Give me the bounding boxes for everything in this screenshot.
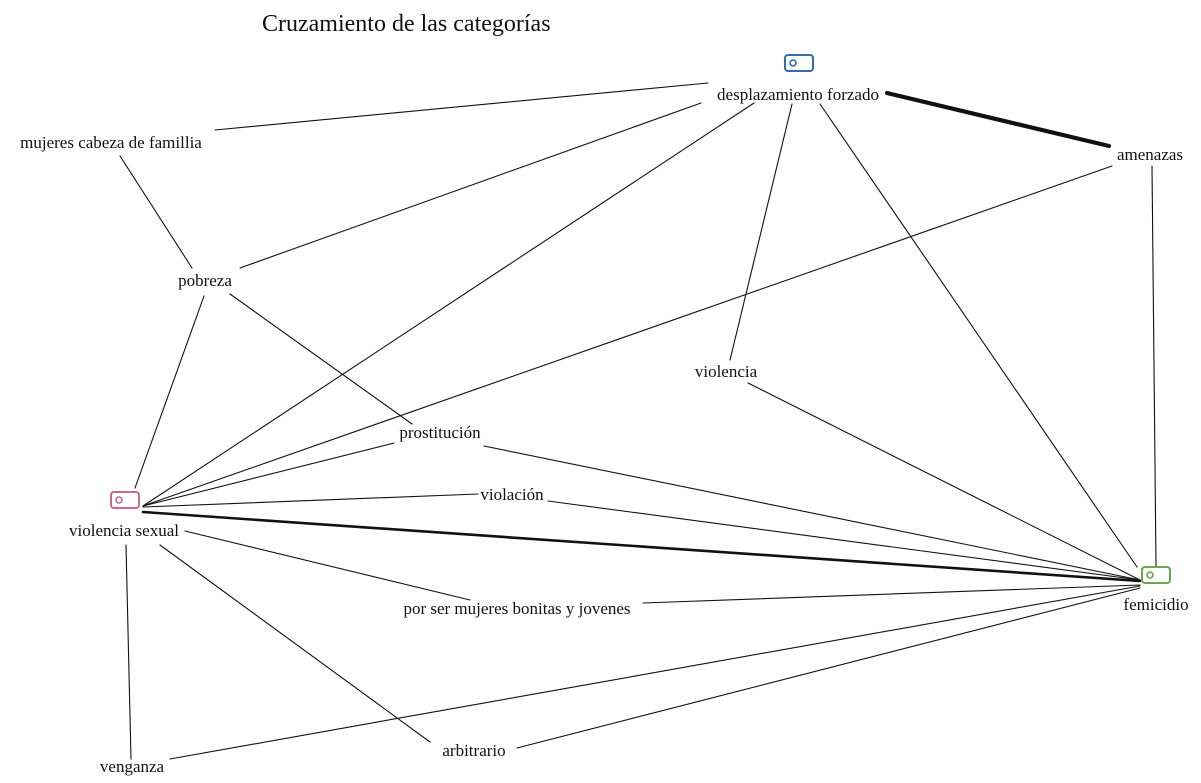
node-label: violación	[480, 485, 544, 504]
node-label: violencia sexual	[69, 521, 179, 540]
node-violacion[interactable]: violación	[480, 485, 544, 504]
edge-pobreza-violencia_sexual	[134, 295, 205, 489]
node-label: por ser mujeres bonitas y jovenes	[403, 599, 630, 618]
node-label: amenazas	[1117, 145, 1183, 164]
edge-violencia-femicidio	[747, 382, 1141, 581]
edge-violencia_sexual-bonitas	[184, 530, 471, 601]
node-arbitrario[interactable]: arbitrario	[442, 741, 505, 760]
edge-desplazamiento-mujeres	[214, 82, 709, 131]
edge-prostitucion-violencia_sexual	[142, 442, 395, 507]
edge-bonitas-femicidio	[642, 584, 1141, 604]
node-bonitas[interactable]: por ser mujeres bonitas y jovenes	[403, 599, 630, 618]
node-label: prostitución	[399, 423, 481, 442]
edge-violencia_sexual-violacion	[142, 493, 479, 508]
node-venganza[interactable]: venganza	[100, 757, 165, 776]
node-violencia[interactable]: violencia	[695, 362, 758, 381]
edge-violacion-femicidio	[547, 500, 1141, 581]
edge-desplazamiento-violencia	[729, 103, 793, 361]
node-femicidio[interactable]: femicidio	[1123, 566, 1189, 614]
node-label: violencia	[695, 362, 758, 381]
edge-desplazamiento-amenazas	[884, 90, 1112, 149]
edge-amenazas-violencia_sexual	[142, 165, 1113, 507]
tag-icon	[1141, 566, 1171, 584]
node-label: pobreza	[178, 271, 232, 290]
edge-arbitrario-femicidio	[516, 587, 1141, 749]
node-mujeres[interactable]: mujeres cabeza de famillia	[20, 133, 202, 152]
edge-venganza-femicidio	[169, 585, 1141, 760]
edge-desplazamiento-pobreza	[239, 102, 702, 269]
edge-desplazamiento-femicidio	[819, 103, 1138, 568]
edge-prostitucion-femicidio	[483, 445, 1141, 581]
node-violencia-sexual[interactable]: violencia sexual	[69, 491, 179, 540]
tag-icon	[110, 491, 140, 509]
diagram-title: Cruzamiento de las categorías	[262, 11, 551, 37]
node-label: venganza	[100, 757, 165, 776]
node-desplazamiento[interactable]: desplazamiento forzado	[717, 54, 879, 104]
edge-violencia_sexual-femicidio	[141, 510, 1142, 583]
node-label: femicidio	[1123, 595, 1188, 614]
tag-icon	[784, 54, 814, 72]
node-amenazas[interactable]: amenazas	[1117, 145, 1183, 164]
nodes-layer: desplazamiento forzado mujeres cabeza de …	[20, 54, 1189, 776]
edges-layer	[119, 82, 1157, 760]
edge-amenazas-femicidio	[1151, 165, 1157, 567]
node-label: mujeres cabeza de famillia	[20, 133, 202, 152]
node-prostitucion[interactable]: prostitución	[399, 423, 481, 442]
edge-mujeres-pobreza	[119, 155, 193, 269]
edge-violencia_sexual-venganza	[125, 544, 132, 760]
node-label: desplazamiento forzado	[717, 85, 879, 104]
node-label: arbitrario	[442, 741, 505, 760]
edge-desplazamiento-violencia_sexual	[142, 102, 755, 507]
edge-pobreza-prostitucion	[229, 293, 413, 425]
node-pobreza[interactable]: pobreza	[178, 271, 232, 290]
edge-violencia_sexual-arbitrario	[159, 544, 431, 743]
